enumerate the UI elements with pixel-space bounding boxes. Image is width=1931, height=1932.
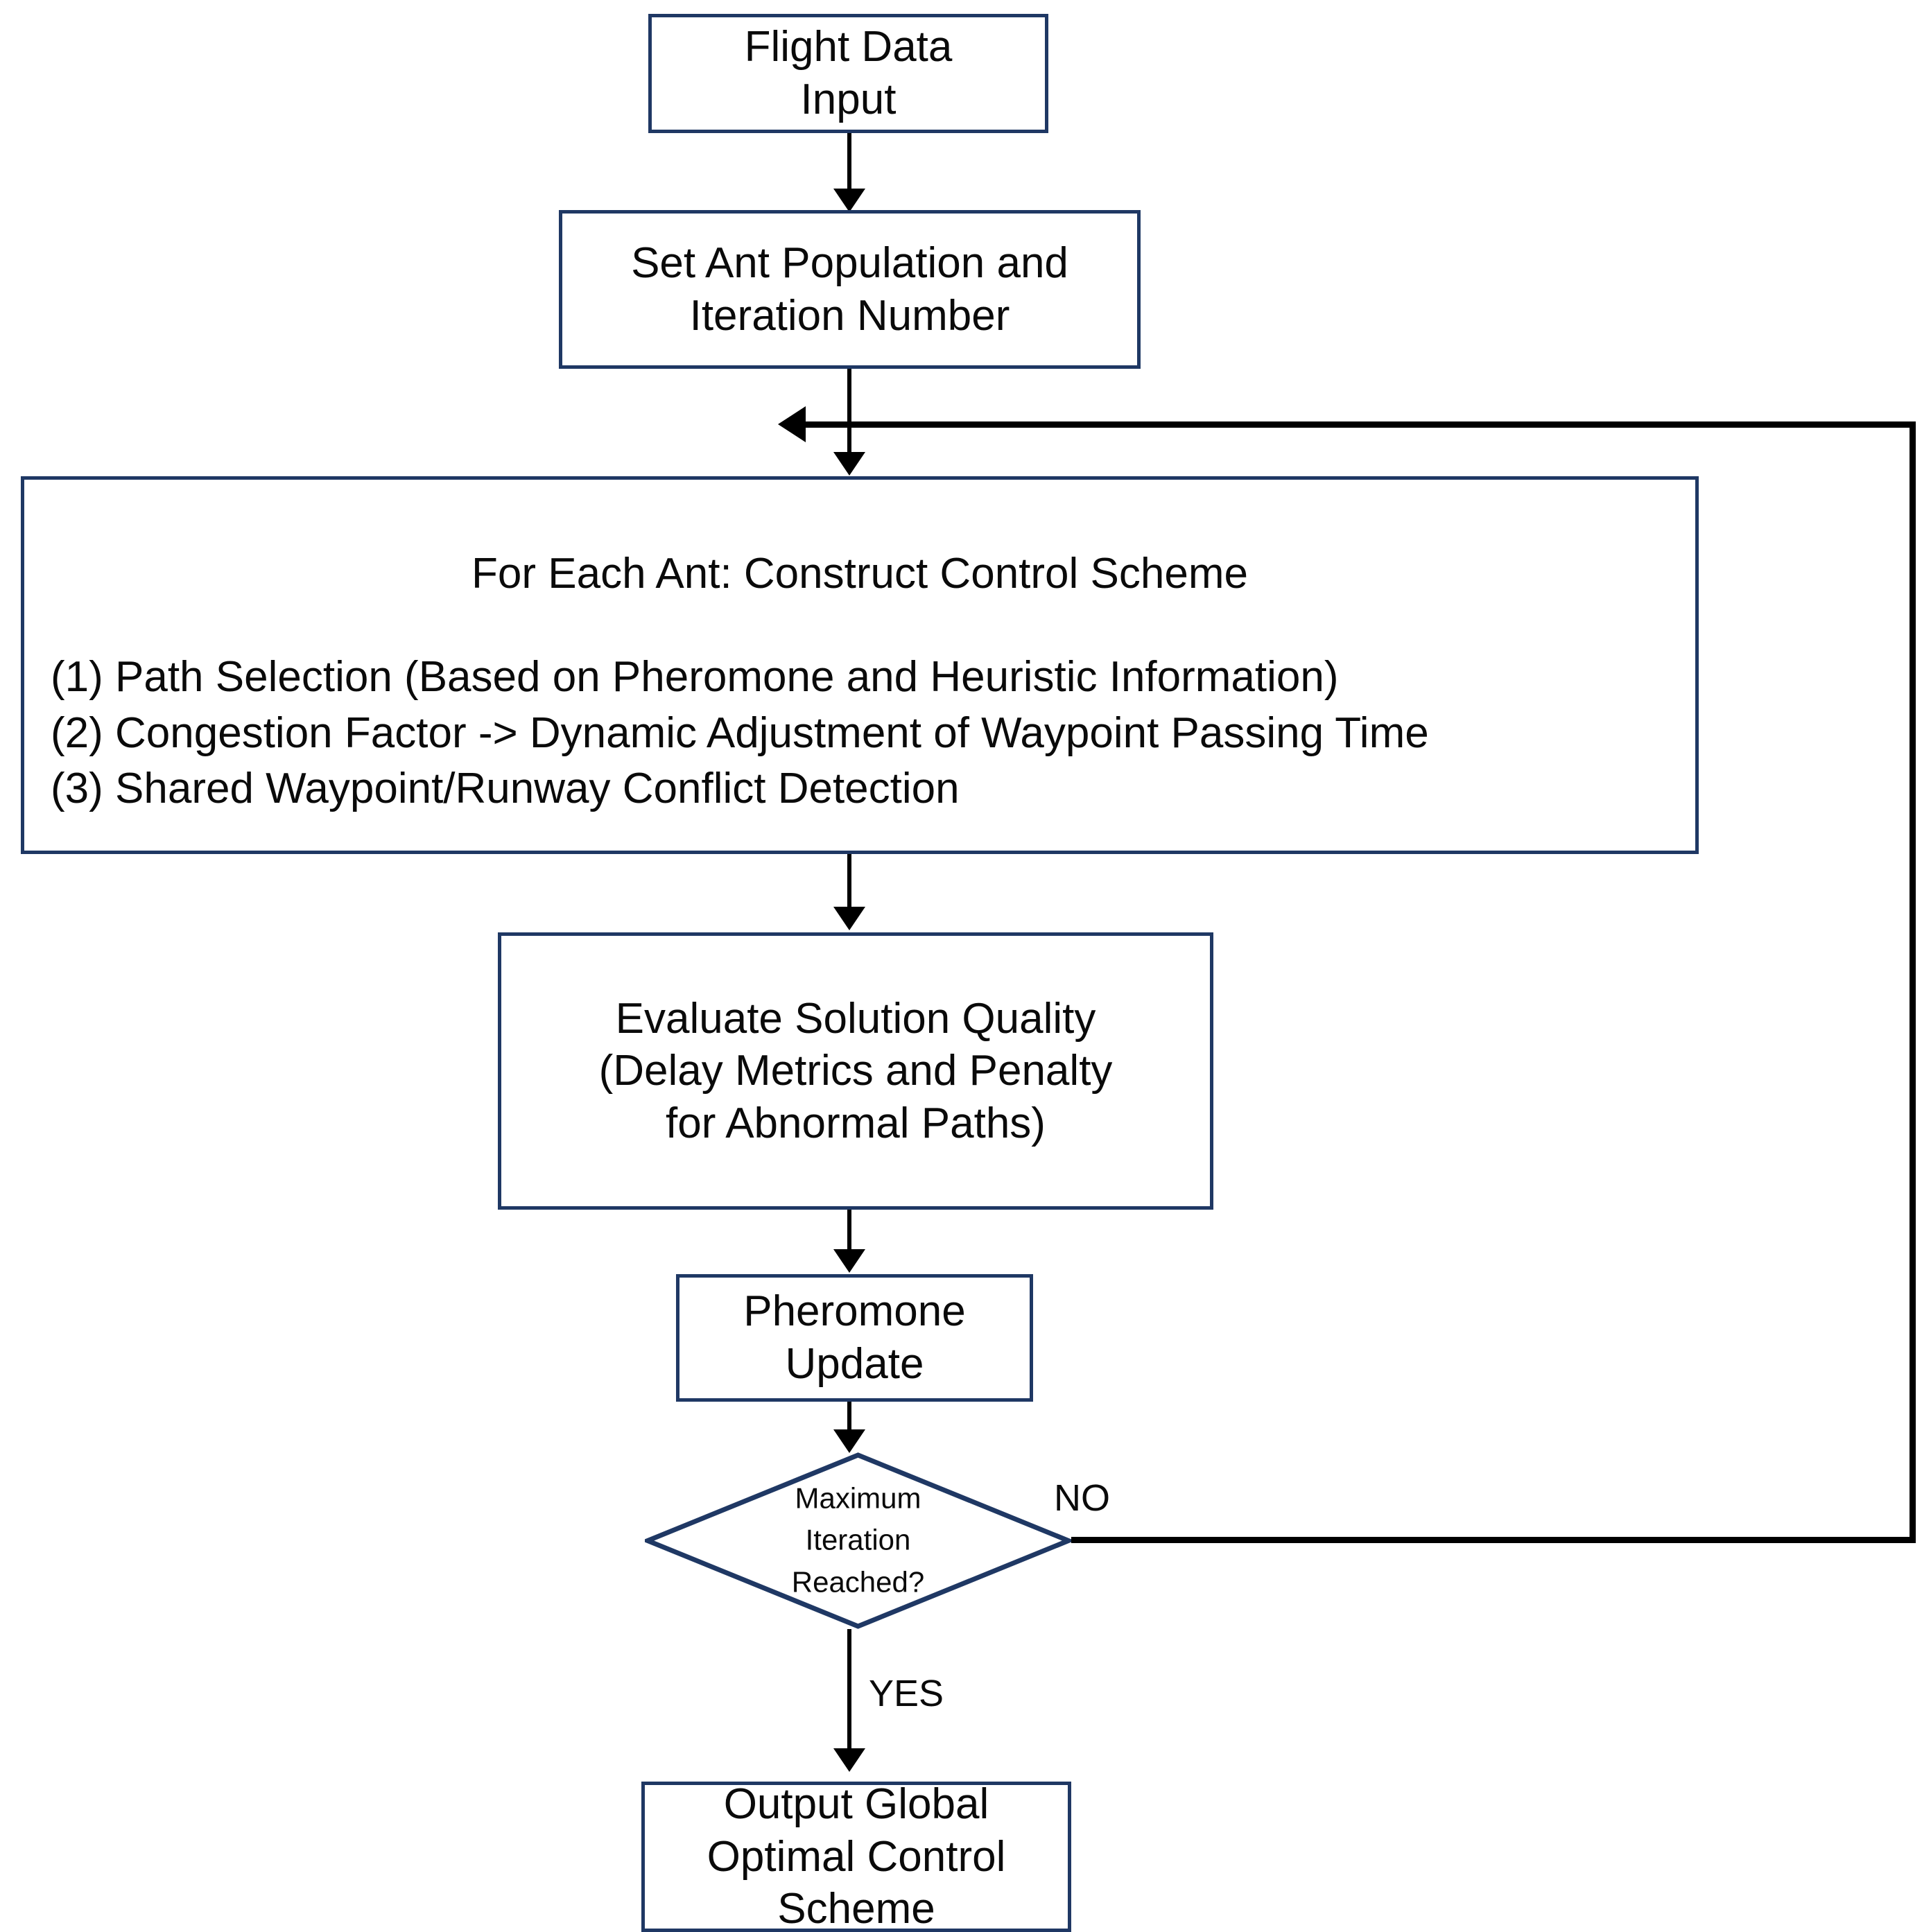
node-for-each-ant-bullet-3: (3) Shared Waypoint/Runway Conflict Dete…	[51, 765, 960, 813]
edge-line-merge	[847, 421, 851, 453]
node-set-ant-population-line-2: Iteration Number	[689, 291, 1010, 340]
edge-label-yes: YES	[869, 1673, 944, 1714]
feedback-top-segment	[804, 421, 1914, 428]
node-evaluate-line-2: (Delay Metrics and Penalty	[598, 1047, 1113, 1095]
arrow-head-down-icon	[833, 907, 865, 930]
node-output-line-1: Output Global	[723, 1780, 989, 1829]
node-for-each-ant-title: For Each Ant: Construct Control Scheme	[471, 550, 1248, 598]
node-flight-data-input[interactable]: Flight Data Input	[648, 14, 1048, 133]
node-flight-data-input-line-1: Flight Data	[744, 23, 953, 71]
node-decision-text: Maximum Iteration Reached?	[645, 1477, 1071, 1604]
node-evaluate-line-3: for Abnormal Paths)	[666, 1099, 1046, 1147]
arrow-head-down-icon	[833, 1249, 865, 1273]
arrow-head-down-icon	[833, 452, 865, 476]
edge-line-upper	[847, 369, 851, 452]
node-set-ant-population-line-1: Set Ant Population and	[631, 238, 1068, 287]
edge-line	[847, 854, 851, 911]
node-decision-maximum-iteration[interactable]: Maximum Iteration Reached?	[645, 1452, 1071, 1629]
node-flight-data-input-line-2: Input	[800, 76, 897, 123]
arrow-head-left-icon	[778, 406, 806, 442]
edge-line	[847, 1629, 851, 1754]
node-for-each-ant-bullet-2: (2) Congestion Factor -> Dynamic Adjustm…	[51, 708, 1429, 757]
node-pheromone-update-line-2: Update	[785, 1340, 924, 1388]
arrow-head-down-icon	[833, 189, 865, 212]
arrow-head-down-icon	[833, 1748, 865, 1772]
node-pheromone-update-line-1: Pheromone	[743, 1287, 966, 1336]
node-decision-line-2: Iteration	[805, 1524, 911, 1557]
node-pheromone-update[interactable]: Pheromone Update	[676, 1274, 1033, 1402]
feedback-right-segment	[1910, 421, 1916, 1540]
node-for-each-ant-bullets: (1) Path Selection (Based on Pheromone a…	[51, 650, 1681, 817]
node-evaluate-solution-quality[interactable]: Evaluate Solution Quality (Delay Metrics…	[498, 932, 1213, 1210]
node-output-line-2: Optimal Control	[707, 1832, 1006, 1881]
edge-line	[847, 1210, 851, 1255]
node-decision-line-1: Maximum	[795, 1481, 921, 1515]
diamond-shape-icon	[645, 1452, 1071, 1629]
node-decision-line-3: Reached?	[791, 1565, 925, 1599]
edge-label-no: NO	[1054, 1477, 1110, 1519]
edge-line	[847, 133, 851, 194]
node-output-line-3: Scheme	[777, 1885, 935, 1932]
node-set-ant-population[interactable]: Set Ant Population and Iteration Number	[559, 210, 1141, 369]
node-for-each-ant[interactable]: For Each Ant: Construct Control Scheme (…	[21, 476, 1699, 854]
feedback-bottom-segment	[1071, 1537, 1916, 1543]
node-for-each-ant-bullet-1: (1) Path Selection (Based on Pheromone a…	[51, 653, 1339, 701]
edge-line-lower	[847, 444, 851, 458]
edge-line	[847, 1402, 851, 1435]
node-evaluate-line-1: Evaluate Solution Quality	[615, 994, 1096, 1043]
arrow-head-down-icon	[833, 1429, 865, 1453]
node-output-global-optimal-control-scheme[interactable]: Output Global Optimal Control Scheme	[641, 1780, 1071, 1932]
